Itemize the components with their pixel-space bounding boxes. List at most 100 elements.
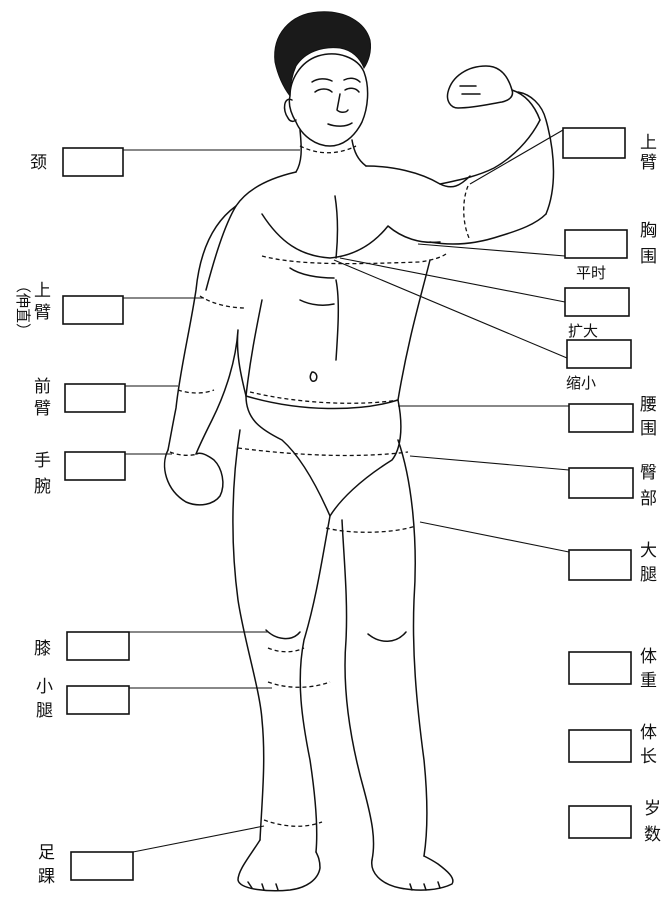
upper-arm-straight-field[interactable] bbox=[63, 296, 123, 324]
ankle-measure-line bbox=[264, 820, 322, 826]
left-measure-fields: 颈 上 臂 （伸直） 前 臂 手 腕 膝 小 腿 足 踝 bbox=[14, 148, 300, 887]
mouth bbox=[328, 123, 352, 126]
head bbox=[289, 54, 367, 146]
waist-label-2: 围 bbox=[640, 419, 657, 439]
chest-center bbox=[335, 196, 337, 258]
right-leg-outer bbox=[398, 440, 427, 856]
hips-leader bbox=[410, 456, 569, 470]
wrist-measure-line bbox=[170, 452, 198, 455]
knee-field[interactable] bbox=[67, 632, 129, 660]
thigh-measure-line bbox=[326, 526, 416, 532]
torso-left bbox=[206, 172, 296, 290]
upper-arm-flexed-field[interactable] bbox=[563, 128, 625, 158]
navel bbox=[310, 372, 316, 381]
right-foot bbox=[372, 856, 453, 890]
neck-field[interactable] bbox=[63, 148, 123, 176]
right-measure-fields: 上 臂 胸 围 平时 扩大 缩小 腰 围 臀 部 大 腿 体 重 bbox=[334, 128, 661, 845]
flexed-upper-arm bbox=[430, 120, 546, 244]
waist-measure-line bbox=[250, 392, 398, 403]
toes bbox=[248, 882, 440, 890]
forearm-label-1: 前 bbox=[34, 377, 51, 397]
upper-arm-flexed-leader bbox=[470, 130, 563, 184]
upper-arm-straight-label-1: 上 bbox=[34, 281, 51, 301]
hips-field[interactable] bbox=[569, 468, 633, 498]
fist bbox=[447, 66, 512, 108]
hair bbox=[275, 12, 371, 96]
flexed-arm-measure-line bbox=[464, 186, 470, 240]
flexed-forearm bbox=[512, 90, 554, 214]
upper-arm-flexed-label-1: 上 bbox=[640, 133, 657, 153]
nose bbox=[337, 94, 348, 112]
chest-normal-label: 平时 bbox=[576, 264, 606, 282]
left-foot bbox=[238, 840, 320, 891]
right-leg-inner bbox=[342, 520, 374, 860]
torso-right-shoulder bbox=[366, 166, 470, 187]
waist-label-1: 腰 bbox=[640, 395, 657, 415]
calf-measure-line bbox=[268, 682, 330, 687]
waist-right bbox=[398, 260, 430, 400]
knee-left bbox=[266, 630, 300, 639]
thigh-label-1: 大 bbox=[640, 541, 657, 561]
chest-contracted-label: 缩小 bbox=[566, 374, 596, 392]
left-leg-outer bbox=[233, 430, 264, 840]
abs bbox=[290, 268, 338, 360]
wrist-field[interactable] bbox=[65, 452, 125, 480]
chest-label-2: 围 bbox=[640, 247, 657, 267]
waist-left bbox=[246, 300, 262, 396]
calf-label-1: 小 bbox=[36, 677, 53, 697]
upper-arm-straight-label-2: 臂 bbox=[34, 303, 51, 323]
weight-label-1: 体 bbox=[640, 647, 657, 667]
chest-expanded-field[interactable] bbox=[565, 288, 629, 316]
waist-field[interactable] bbox=[569, 404, 633, 432]
hanging-arm-outer bbox=[168, 206, 236, 450]
chest-label-1: 胸 bbox=[640, 221, 657, 241]
height-field[interactable] bbox=[569, 730, 631, 762]
weight-field[interactable] bbox=[569, 652, 631, 684]
brow-right bbox=[344, 78, 360, 82]
knee-label: 膝 bbox=[34, 639, 51, 659]
neck-label: 颈 bbox=[30, 153, 47, 173]
chest-expanded-leader bbox=[340, 258, 565, 302]
age-label-1: 岁 bbox=[644, 799, 661, 819]
weight-label-2: 重 bbox=[640, 671, 657, 691]
eye-right bbox=[345, 88, 359, 92]
ankle-label-1: 足 bbox=[38, 843, 55, 863]
upper-arm-flexed-label-2: 臂 bbox=[640, 153, 657, 173]
chest-normal-field[interactable] bbox=[565, 230, 627, 258]
chest-expanded-label: 扩大 bbox=[568, 322, 598, 340]
thigh-field[interactable] bbox=[569, 550, 631, 580]
briefs bbox=[246, 396, 401, 516]
thigh-label-2: 腿 bbox=[640, 565, 657, 585]
chest-measure-line bbox=[262, 254, 446, 264]
wrist-label-1: 手 bbox=[34, 451, 51, 471]
hips-label-1: 臀 bbox=[640, 463, 657, 483]
hanging-hand bbox=[165, 450, 223, 505]
neck-measure-line bbox=[300, 146, 356, 153]
height-label-2: 长 bbox=[640, 747, 657, 767]
thigh-leader bbox=[420, 522, 569, 552]
upper-arm-straight-note: （伸直） bbox=[14, 278, 32, 338]
forearm-label-2: 臂 bbox=[34, 399, 51, 419]
fist-fingers bbox=[460, 86, 480, 94]
forearm-field[interactable] bbox=[65, 384, 125, 412]
age-label-2: 数 bbox=[644, 825, 661, 845]
height-label-1: 体 bbox=[640, 723, 657, 743]
calf-field[interactable] bbox=[67, 686, 129, 714]
chest-normal-leader bbox=[418, 244, 565, 256]
eye-left bbox=[315, 89, 332, 92]
knee-right bbox=[368, 632, 406, 641]
ankle-field[interactable] bbox=[71, 852, 133, 880]
calf-label-2: 腿 bbox=[36, 701, 53, 721]
wrist-label-2: 腕 bbox=[34, 477, 51, 497]
hips-label-2: 部 bbox=[640, 489, 657, 509]
age-field[interactable] bbox=[569, 806, 631, 838]
hips-measure-line bbox=[238, 448, 408, 455]
ankle-label-2: 踝 bbox=[38, 867, 55, 887]
man-figure bbox=[165, 12, 554, 891]
chest-contracted-field[interactable] bbox=[567, 340, 631, 368]
upper-arm-measure-line bbox=[200, 296, 246, 308]
brow-left bbox=[312, 79, 332, 82]
knee-measure-line bbox=[268, 648, 304, 652]
